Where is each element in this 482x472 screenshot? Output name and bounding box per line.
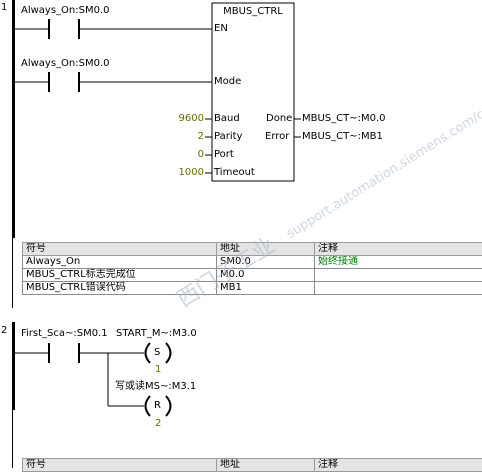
set-coil-count[interactable]: 1	[155, 364, 161, 376]
contact1-label: Always_On:SM0.0	[21, 5, 110, 17]
pin-mode: Mode	[214, 76, 241, 88]
table-row[interactable]: MBUS_CTRL错误代码 MB1	[23, 282, 482, 295]
set-coil-label: START_M~:M3.0	[116, 328, 197, 340]
pin-en: EN	[214, 23, 228, 35]
mbus-ctrl-block[interactable]: MBUS_CTRL	[212, 3, 294, 19]
symbol-table-header: 符号 地址 注释	[23, 459, 482, 472]
comment-cell: 始终接通	[315, 256, 482, 269]
pin-port: Port	[214, 149, 234, 161]
contact-always-on-en	[14, 19, 212, 39]
block-title: MBUS_CTRL	[212, 6, 294, 17]
pin-timeout: Timeout	[214, 167, 255, 179]
error-operand[interactable]: MBUS_CT~:MB1	[302, 131, 383, 143]
timeout-operand[interactable]: 1000	[179, 167, 204, 179]
reset-coil-type[interactable]: R	[154, 400, 161, 412]
contact-first-scan	[14, 343, 144, 363]
reset-coil-count[interactable]: 2	[155, 418, 161, 430]
port-operand[interactable]: 0	[198, 149, 204, 161]
set-coil-type[interactable]: S	[154, 347, 160, 359]
col-symbol: 符号	[23, 459, 217, 472]
col-comment: 注释	[315, 243, 482, 256]
done-operand[interactable]: MBUS_CT~:M0.0	[302, 113, 386, 125]
parity-operand[interactable]: 2	[198, 131, 204, 143]
symbol-cell: Always_On	[23, 256, 217, 269]
contact-always-on-mode	[14, 72, 212, 92]
col-symbol: 符号	[23, 243, 217, 256]
pin-error: Error	[265, 131, 289, 143]
reset-coil-label: 写或读MS~:M3.1	[115, 381, 196, 393]
comment-cell	[315, 282, 482, 295]
pin-done: Done	[266, 113, 292, 125]
comment-cell	[315, 269, 482, 282]
col-address: 地址	[217, 459, 315, 472]
first-scan-label: First_Sca~:SM0.1	[21, 328, 108, 340]
baud-operand[interactable]: 9600	[179, 113, 204, 125]
contact2-label: Always_On:SM0.0	[21, 58, 110, 70]
pin-baud: Baud	[214, 113, 240, 125]
symbol-table-2: 符号 地址 注释	[22, 458, 482, 472]
pin-parity: Parity	[214, 131, 242, 143]
col-comment: 注释	[315, 459, 482, 472]
